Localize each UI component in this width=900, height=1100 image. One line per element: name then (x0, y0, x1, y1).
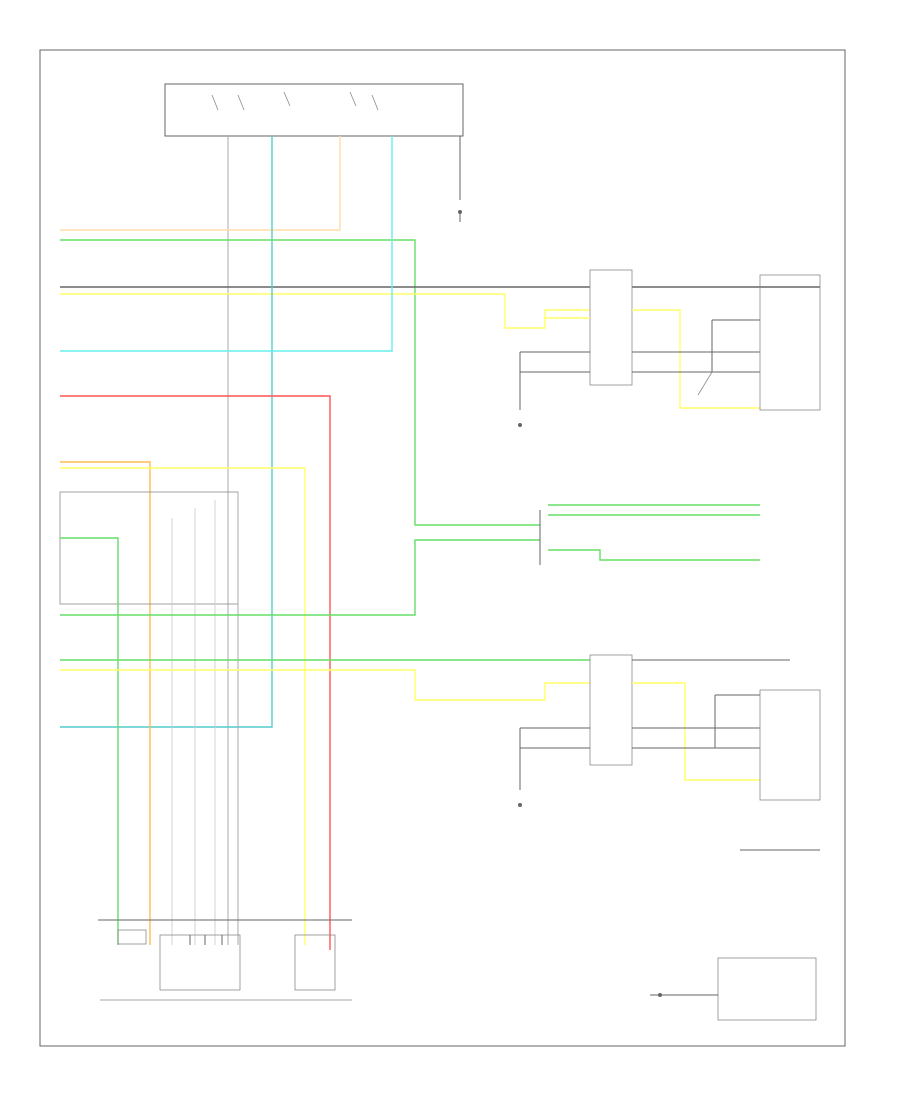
lock-switch (650, 957, 817, 1021)
diagram-frame (39, 49, 846, 1047)
bottom-connectors (98, 919, 352, 1001)
master-switch (164, 83, 464, 137)
left-front-motor-area (518, 654, 821, 807)
splice-area (539, 504, 760, 565)
right-front-motor-area (518, 269, 821, 427)
